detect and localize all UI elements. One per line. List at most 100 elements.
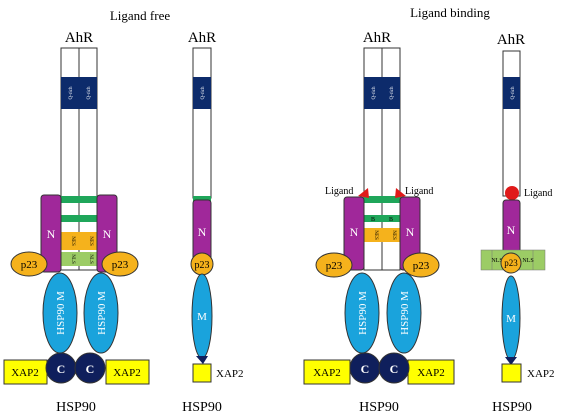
hsp90-c-domain bbox=[378, 352, 410, 384]
xap2-protein bbox=[192, 363, 212, 383]
ahr-label: AhR bbox=[497, 32, 525, 48]
q-rich-domain bbox=[503, 77, 520, 109]
xap2-protein bbox=[105, 359, 150, 385]
p23-protein bbox=[315, 252, 353, 278]
p23-label: p23 bbox=[326, 260, 343, 272]
nls-label: NLS bbox=[522, 258, 533, 264]
m-domain-label: M bbox=[506, 313, 516, 325]
hsp90-c-domain bbox=[74, 352, 106, 384]
nls-label: NLS bbox=[88, 254, 93, 264]
nes-label: NES bbox=[88, 236, 93, 246]
q-rich-domain bbox=[364, 77, 382, 109]
ligand-marker bbox=[358, 188, 369, 198]
p23-protein bbox=[500, 252, 522, 274]
pas-a-band bbox=[79, 196, 97, 203]
hsp90-m-label: HSP90 M bbox=[357, 291, 369, 335]
p23-label: p23 bbox=[195, 260, 210, 271]
pas-b-label: B bbox=[389, 217, 393, 223]
pas-b-band bbox=[382, 215, 400, 222]
ligand-label: Ligand bbox=[405, 186, 433, 197]
ligand-marker bbox=[395, 188, 406, 198]
ahr-strand bbox=[192, 47, 212, 199]
xap2-label: XAP2 bbox=[527, 368, 555, 380]
m-domain-label: M bbox=[197, 311, 207, 323]
hsp90-m-label: HSP90 M bbox=[96, 291, 108, 335]
complex-ligand-free-monomer: AhR Q-rich N p23 M XAP2 HSP90 bbox=[182, 30, 243, 415]
n-domain-label: N bbox=[507, 223, 516, 237]
pas-a-band bbox=[364, 196, 382, 203]
nls-band bbox=[61, 252, 79, 266]
hsp90-label: HSP90 bbox=[182, 400, 222, 415]
xap2-protein bbox=[501, 363, 522, 383]
c-domain-label: C bbox=[390, 362, 399, 376]
ligand-label: Ligand bbox=[524, 188, 552, 199]
pas-b-band bbox=[61, 215, 79, 222]
pas-a-band bbox=[61, 196, 79, 203]
n-domain-label: N bbox=[103, 227, 112, 241]
q-rich-label: Q-rich bbox=[201, 86, 206, 100]
nls-band bbox=[79, 252, 97, 266]
hsp90-m-domain bbox=[386, 272, 422, 354]
q-rich-label: Q-rich bbox=[87, 86, 92, 100]
xap2-protein bbox=[3, 359, 48, 385]
q-rich-domain bbox=[193, 77, 211, 109]
nes-label: NES bbox=[391, 230, 396, 240]
hsp90-label: HSP90 bbox=[359, 400, 399, 415]
n-domain-label: N bbox=[198, 225, 207, 239]
hsp90-c-domain bbox=[505, 357, 517, 365]
pas-a-band bbox=[193, 196, 211, 202]
xap2-label: XAP2 bbox=[313, 367, 341, 379]
nes-label: NES bbox=[70, 236, 75, 246]
c-domain-label: C bbox=[86, 362, 95, 376]
n-domain-label: N bbox=[406, 225, 415, 239]
hsp90-m-domain bbox=[83, 272, 119, 354]
p23-label: p23 bbox=[112, 259, 129, 271]
nes-band bbox=[382, 228, 400, 242]
ahr-label: AhR bbox=[65, 30, 93, 46]
pas-b-band bbox=[364, 215, 382, 222]
complex-ligand-free-dimer: AhR Q-rich Q-rich NES NES NLS NLS N N p2… bbox=[3, 30, 150, 415]
xap2-label: XAP2 bbox=[417, 367, 445, 379]
panel-title-ligand-binding: Ligand binding bbox=[410, 5, 490, 20]
p23-label: p23 bbox=[413, 260, 430, 272]
n-domain-label: N bbox=[350, 225, 359, 239]
pas-b-label: B bbox=[371, 217, 375, 223]
q-rich-label: Q-rich bbox=[511, 86, 516, 100]
nls-label: NLS bbox=[70, 254, 75, 264]
p23-label: p23 bbox=[21, 259, 38, 271]
ligand-label: Ligand bbox=[325, 186, 353, 197]
p23-protein bbox=[402, 252, 440, 278]
hsp90-n-domain bbox=[40, 194, 62, 273]
pas-a-band bbox=[382, 196, 400, 203]
hsp90-c-domain bbox=[196, 356, 208, 364]
nes-band bbox=[79, 232, 97, 250]
xap2-label: XAP2 bbox=[11, 367, 39, 379]
p23-protein bbox=[10, 251, 48, 277]
pas-b-band bbox=[79, 215, 97, 222]
ahr-strand bbox=[502, 50, 521, 197]
q-rich-label: Q-rich bbox=[69, 86, 74, 100]
c-domain-label: C bbox=[57, 362, 66, 376]
c-domain-label: C bbox=[361, 362, 370, 376]
q-rich-label: Q-rich bbox=[372, 86, 377, 100]
p23-protein bbox=[101, 251, 139, 277]
q-rich-label: Q-rich bbox=[390, 86, 395, 100]
nes-band bbox=[61, 232, 79, 250]
complex-ligand-binding-dimer: AhR Q-rich Q-rich B B NES NES Ligand Lig… bbox=[303, 30, 455, 415]
nes-band bbox=[364, 228, 382, 242]
xap2-label: XAP2 bbox=[113, 367, 141, 379]
nes-label: NES bbox=[373, 230, 378, 240]
ahr-label: AhR bbox=[188, 30, 216, 46]
complex-ligand-binding-monomer: AhR Q-rich Ligand N NLS NLS p23 M XAP2 H… bbox=[480, 32, 555, 415]
ligand-marker bbox=[505, 186, 519, 200]
xap2-label: XAP2 bbox=[216, 368, 244, 380]
hsp90-m-label: HSP90 M bbox=[55, 291, 67, 335]
q-rich-domain bbox=[79, 77, 97, 109]
q-rich-domain bbox=[61, 77, 79, 109]
hsp90-label: HSP90 bbox=[492, 400, 532, 415]
p23-label: p23 bbox=[504, 258, 518, 268]
panel-title-ligand-free: Ligand free bbox=[110, 8, 171, 23]
ahr-label: AhR bbox=[363, 30, 391, 46]
